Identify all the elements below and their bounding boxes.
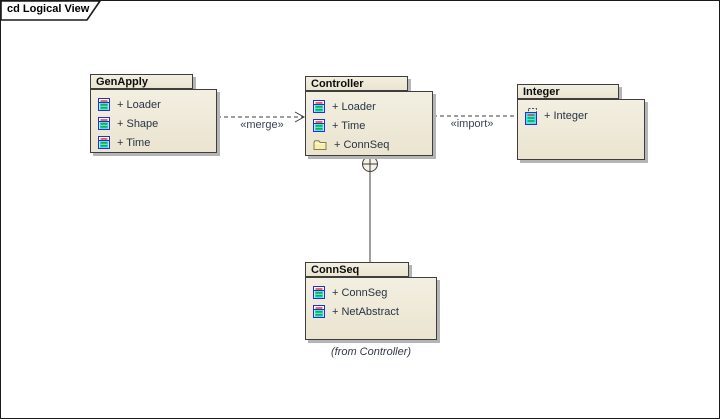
package-tab-connseq[interactable]: ConnSeq — [305, 262, 409, 277]
package-item-time[interactable]: + Time — [98, 133, 216, 152]
class-icon — [98, 117, 110, 130]
package-item-time[interactable]: + Time — [313, 116, 432, 135]
diagram-frame-tab — [0, 0, 102, 21]
package-item-label: + NetAbstract — [332, 305, 399, 318]
package-body-genapply[interactable]: + Loader + Shape + Time — [90, 89, 217, 153]
package-name: ConnSeq — [311, 264, 360, 276]
frame-tab-shape — [0, 0, 102, 21]
package-item-label: + Shape — [117, 117, 159, 130]
package-tab-genapply[interactable]: GenApply — [90, 74, 193, 89]
package-item-label: + ConnSeg — [332, 286, 388, 299]
class-icon — [313, 286, 325, 299]
package-item-netabstract[interactable]: + NetAbstract — [313, 302, 436, 321]
package-item-label: + ConnSeq — [334, 138, 390, 151]
package-body-connseq[interactable]: + ConnSeg + NetAbstract — [305, 277, 437, 340]
class-icon — [313, 305, 325, 318]
package-body-integer[interactable]: + Integer — [517, 99, 645, 160]
package-item-label: + Loader — [117, 98, 161, 111]
package-folder-icon — [313, 139, 327, 151]
diagram-title: cd Logical View — [7, 3, 90, 15]
package-item-integer[interactable]: + Integer — [525, 105, 644, 127]
package-name: Integer — [523, 86, 560, 98]
package-item-loader[interactable]: + Loader — [98, 95, 216, 114]
package-item-connseg[interactable]: + ConnSeg — [313, 283, 436, 302]
import-stereotype-label[interactable]: «import» — [450, 118, 494, 130]
class-icon — [98, 136, 110, 149]
package-name: Controller — [311, 78, 364, 90]
merge-stereotype-label[interactable]: «merge» — [240, 119, 284, 131]
package-item-label: + Time — [332, 119, 366, 132]
package-item-connseq[interactable]: + ConnSeq — [313, 135, 432, 154]
class-icon — [313, 100, 325, 113]
class-icon — [98, 98, 110, 111]
package-name: GenApply — [96, 76, 148, 88]
package-item-shape[interactable]: + Shape — [98, 114, 216, 133]
package-body-controller[interactable]: + Loader + Time + ConnSeq — [305, 91, 433, 156]
class-icon — [313, 119, 325, 132]
package-item-loader[interactable]: + Loader — [313, 97, 432, 116]
package-item-label: + Time — [117, 136, 151, 149]
from-controller-note: (from Controller) — [330, 346, 412, 358]
package-item-label: + Loader — [332, 100, 376, 113]
package-item-label: + Integer — [544, 110, 588, 122]
template-class-icon — [525, 107, 537, 125]
package-tab-controller[interactable]: Controller — [305, 76, 408, 91]
package-tab-integer[interactable]: Integer — [517, 84, 619, 99]
